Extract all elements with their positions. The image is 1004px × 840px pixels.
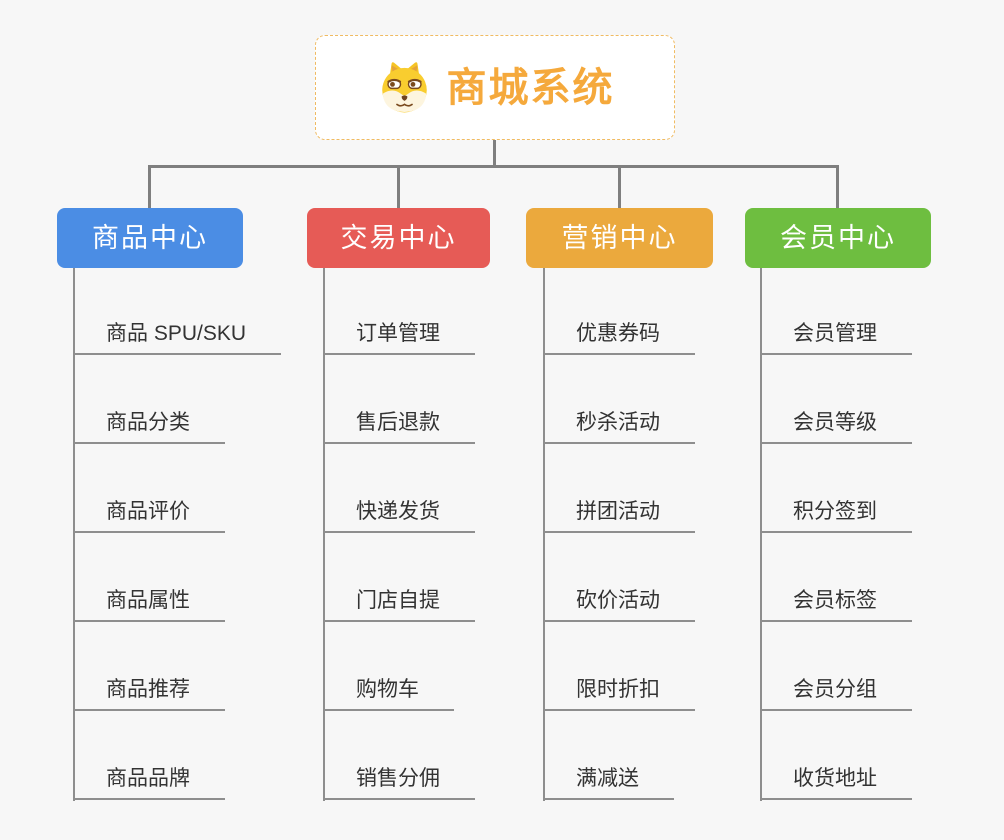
connector-drop-member [836, 166, 839, 210]
branch-node-product-center[interactable]: 商品中心 [57, 208, 243, 268]
leaf-node[interactable]: 销售分佣 [323, 762, 475, 800]
leaf-node[interactable]: 优惠券码 [543, 317, 695, 355]
branch-rail [73, 268, 75, 801]
branch-node-trade-center[interactable]: 交易中心 [307, 208, 490, 268]
doge-face-icon [381, 62, 427, 113]
branch-label: 商品中心 [92, 222, 208, 253]
branch-node-marketing-center[interactable]: 营销中心 [526, 208, 713, 268]
leaf-node[interactable]: 秒杀活动 [543, 406, 695, 444]
connector-horizontal-rail [148, 165, 839, 168]
branch-label: 营销中心 [561, 222, 678, 253]
leaf-node[interactable]: 会员分组 [760, 673, 912, 711]
leaf-node[interactable]: 商品推荐 [73, 673, 225, 711]
leaf-node[interactable]: 满减送 [543, 762, 674, 800]
leaf-node[interactable]: 购物车 [323, 673, 454, 711]
leaf-node[interactable]: 积分签到 [760, 495, 912, 533]
branch-label: 交易中心 [340, 222, 457, 253]
leaf-node[interactable]: 快递发货 [323, 495, 475, 533]
connector-root-stub [493, 140, 496, 167]
leaf-node[interactable]: 会员标签 [760, 584, 912, 622]
branch-label: 会员中心 [780, 222, 896, 253]
connector-drop-product [148, 166, 151, 210]
branch-rail [543, 268, 545, 801]
leaf-node[interactable]: 商品 SPU/SKU [73, 317, 282, 355]
leaf-node[interactable]: 商品分类 [73, 406, 225, 444]
leaf-node[interactable]: 砍价活动 [543, 584, 695, 622]
branch-node-member-center[interactable]: 会员中心 [745, 208, 931, 268]
leaf-node[interactable]: 订单管理 [323, 317, 475, 355]
leaf-node[interactable]: 收货地址 [760, 762, 912, 800]
root-node[interactable]: 商城系统 [315, 35, 675, 140]
leaf-node[interactable]: 商品评价 [73, 495, 225, 533]
root-title: 商城系统 [446, 65, 615, 110]
leaf-node[interactable]: 商品品牌 [73, 762, 225, 800]
branch-rail [323, 268, 325, 801]
leaf-node[interactable]: 门店自提 [323, 584, 475, 622]
connector-drop-marketing [618, 166, 621, 210]
connector-drop-trade [397, 166, 400, 210]
leaf-node[interactable]: 拼团活动 [543, 495, 695, 533]
leaf-node[interactable]: 限时折扣 [543, 673, 695, 711]
leaf-node[interactable]: 会员等级 [760, 406, 912, 444]
branch-rail [760, 268, 762, 801]
leaf-node[interactable]: 售后退款 [323, 406, 475, 444]
leaf-node[interactable]: 商品属性 [73, 584, 225, 622]
leaf-node[interactable]: 会员管理 [760, 317, 912, 355]
